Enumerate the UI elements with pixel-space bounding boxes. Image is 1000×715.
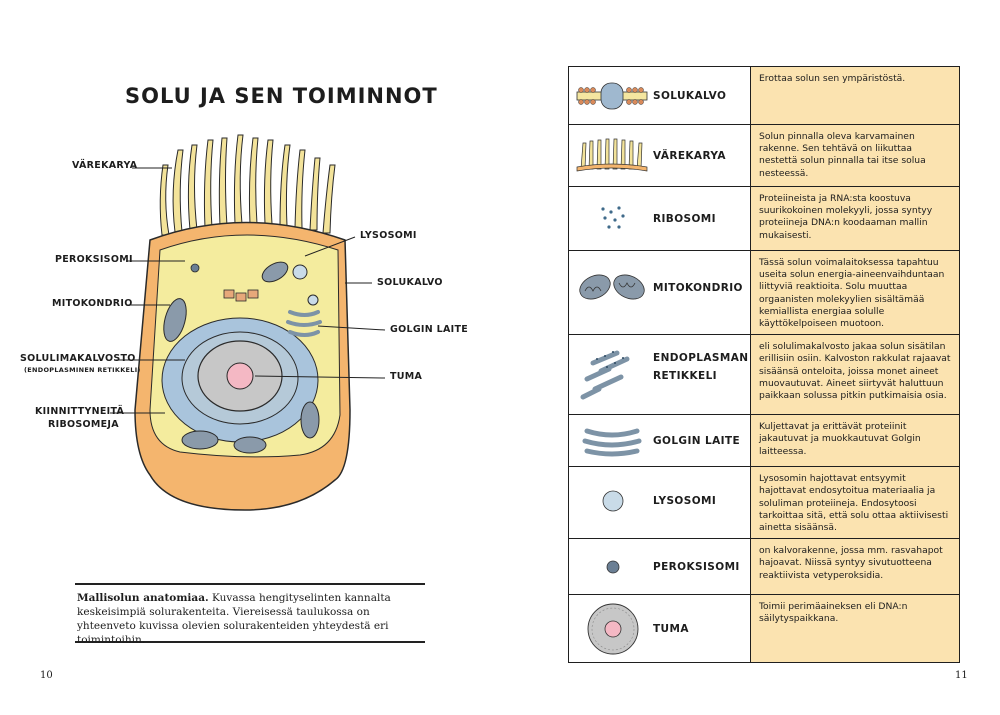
organelle-name: PEROKSISOMI (653, 561, 740, 574)
row-label-cell: GOLGIN LAITE (568, 414, 751, 468)
table-row: PEROKSISOMI on kalvorakenne, jossa mm. r… (568, 538, 960, 596)
label-solukalvo: SOLUKALVO (377, 277, 443, 288)
caption-box: Mallisolun anatomiaa. Kuvassa hengitysel… (75, 583, 425, 646)
table-row: TUMA Toimii perimäaineksen eli DNA:n säi… (568, 594, 960, 664)
description-cell: eli solulimakalvosto jakaa solun sisätil… (750, 334, 960, 416)
label-peroksisomi: PEROKSISOMI (55, 254, 133, 265)
table-row: GOLGIN LAITE Kuljettavat ja erittävät pr… (568, 414, 960, 468)
table-row: VÄREKARYA Solun pinnalla oleva karvamain… (568, 124, 960, 187)
caption: Mallisolun anatomiaa. Kuvassa hengitysel… (77, 591, 417, 647)
left-page: SOLU JA SEN TOIMINNOT (20, 84, 469, 681)
organelle-name: LYSOSOMI (653, 495, 717, 508)
page-number-right: 11 (955, 670, 968, 681)
organelle-name: RIBOSOMI (653, 213, 716, 225)
label-varekarya: VÄREKARYA (72, 160, 138, 171)
description-cell: Solun pinnalla oleva karvamainen rakenne… (750, 124, 960, 187)
mitochondrion-icon (579, 274, 645, 300)
description-cell: Toimii perimäaineksen eli DNA:n säilytys… (750, 594, 960, 664)
cell-membrane-icon (576, 82, 648, 110)
description-cell: on kalvorakenne, jossa mm. rasvahapot ha… (750, 538, 960, 596)
endoplasmic-reticulum-icon (580, 350, 630, 400)
organelle-name: GOLGIN LAITE (653, 435, 741, 448)
label-solulimakalvosto-sub: (ENDOPLASMINEN RETIKKELI) (24, 366, 141, 374)
table-row: SOLUKALVO Erottaa solun sen ympäristöstä… (568, 66, 960, 125)
cilia-icon (576, 138, 648, 172)
label-tuma: TUMA (390, 371, 423, 382)
label-mitokondrio: MITOKONDRIO (52, 298, 133, 309)
row-label-cell: TUMA (568, 594, 751, 664)
row-label-cell: LYSOSOMI (568, 466, 751, 540)
peroxisome-icon (606, 560, 620, 574)
label-golgin-laite: GOLGIN LAITE (390, 324, 469, 335)
ribosome-icon (601, 206, 625, 229)
organelle-name: SOLUKALVO (653, 90, 727, 102)
cell-illustration (110, 134, 386, 511)
organelle-name: MITOKONDRIO (653, 282, 743, 294)
description-cell: Lysosomin hajottavat entsyymit hajottava… (750, 466, 960, 540)
label-lysosomi: LYSOSOMI (360, 230, 417, 241)
row-label-cell: RIBOSOMI (568, 186, 751, 251)
caption-text: Kuvassa hengityselinten kannalta keskeis… (77, 592, 391, 646)
row-label-cell: VÄREKARYA (568, 124, 751, 187)
table-row: MITOKONDRIO Tässä solun voimalaitoksessa… (568, 249, 960, 336)
golgi-icon (582, 428, 642, 457)
description-cell: Proteiineista ja RNA:sta koostuva suurik… (750, 186, 960, 251)
row-label-cell: PEROKSISOMI (568, 538, 751, 596)
description-cell: Erottaa solun sen ympäristöstä. (750, 66, 960, 125)
organelle-table: SOLUKALVO Erottaa solun sen ympäristöstä… (568, 66, 960, 664)
row-label-cell: MITOKONDRIO (568, 249, 751, 336)
nucleus-icon (587, 603, 639, 655)
organelle-name: VÄREKARYA (653, 150, 726, 162)
caption-bold: Mallisolun anatomiaa. (77, 592, 209, 604)
table-row: RIBOSOMI Proteiineista ja RNA:sta koostu… (568, 186, 960, 251)
lysosome-icon (602, 490, 624, 512)
description-cell: Kuljettavat ja erittävät proteiinit jaka… (750, 414, 960, 468)
page-title: SOLU JA SEN TOIMINNOT (125, 84, 438, 108)
label-solulimakalvosto: SOLULIMAKALVOSTO (20, 353, 136, 364)
organelle-name: TUMA (653, 623, 689, 636)
description-cell: Tässä solun voimalaitoksessa tapahtuu us… (750, 249, 960, 336)
table-row: LYSOSOMI Lysosomin hajottavat entsyymit … (568, 466, 960, 540)
right-page: SOLUKALVO Erottaa solun sen ympäristöstä… (500, 0, 1000, 715)
page-number-left: 10 (40, 670, 53, 681)
label-kiinnittyneita: KIINNITTYNEITÄ (35, 406, 125, 417)
label-ribosomeja: RIBOSOMEJA (48, 419, 119, 430)
row-label-cell: SOLUKALVO (568, 66, 751, 125)
